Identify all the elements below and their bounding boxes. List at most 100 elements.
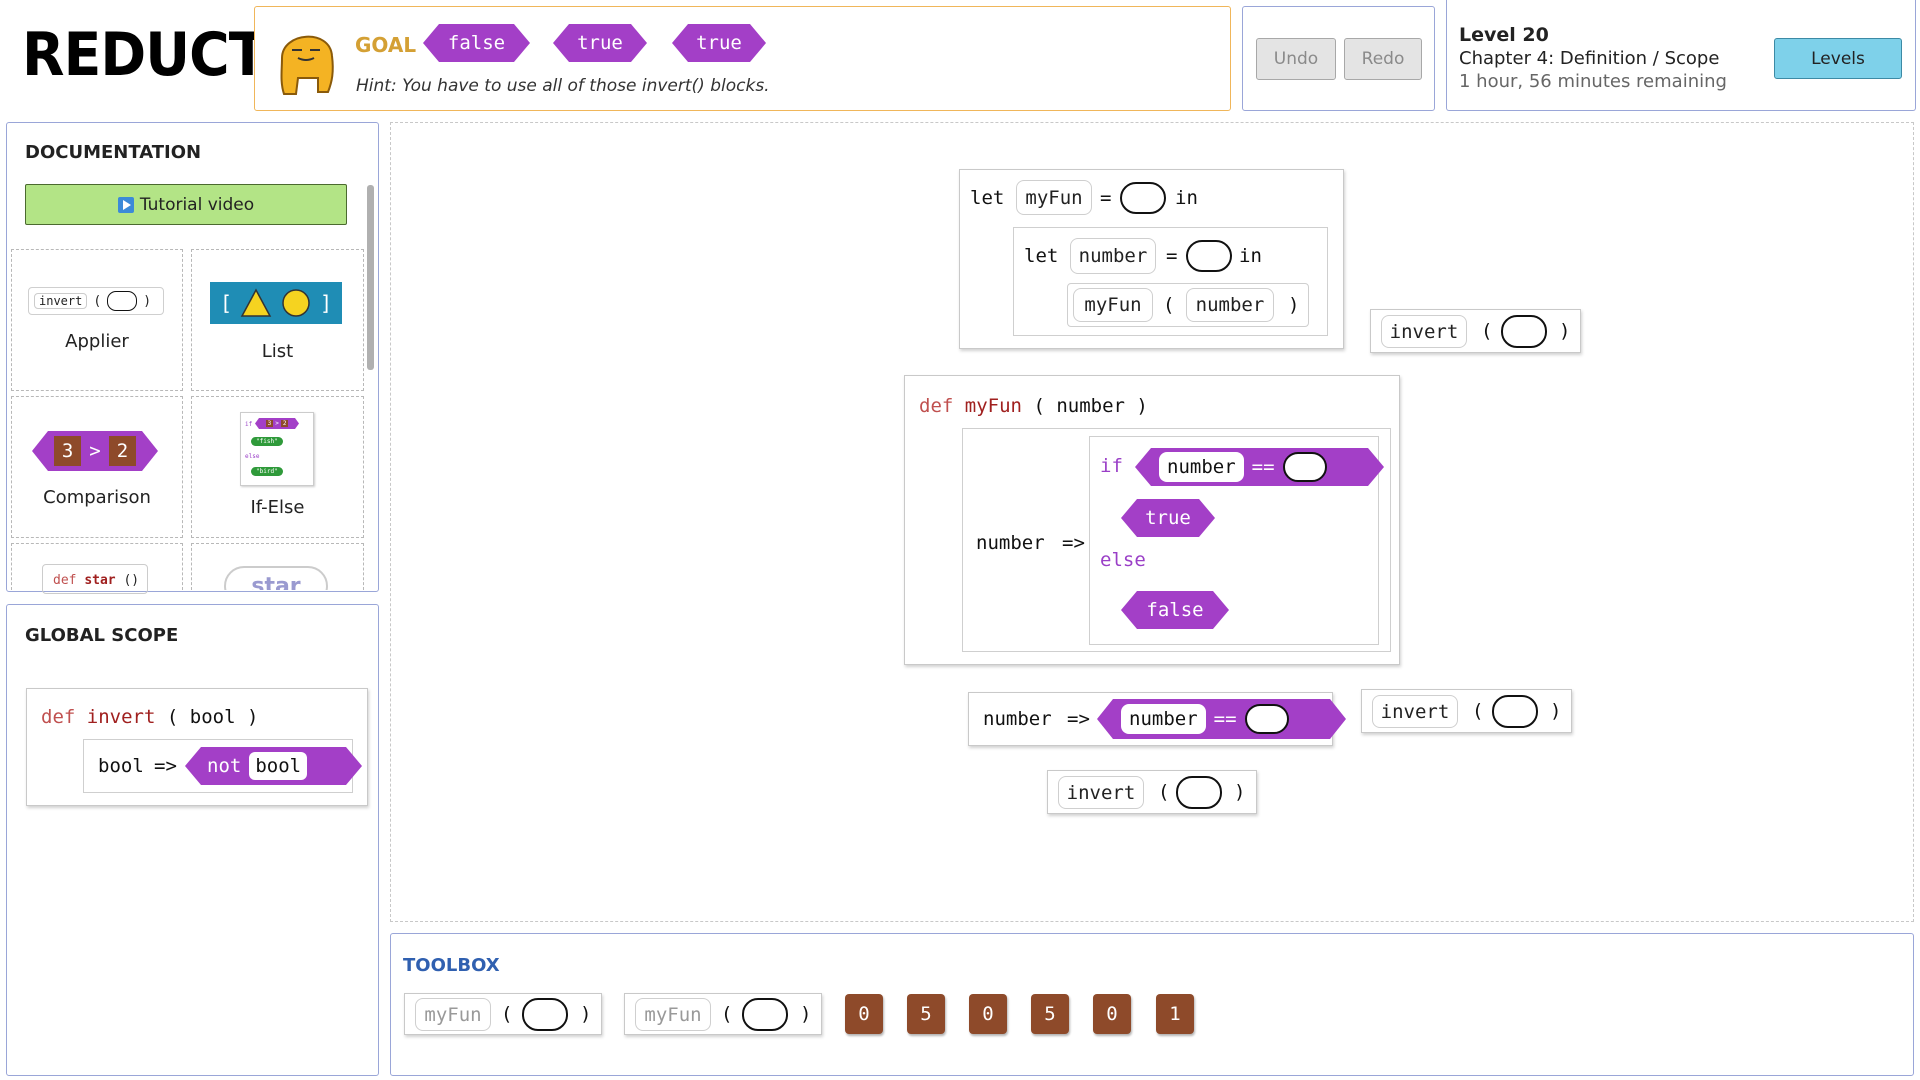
empty-slot[interactable] (1120, 182, 1166, 214)
empty-slot[interactable] (1501, 315, 1547, 348)
lambda-param: number (983, 708, 1052, 730)
toolbox-number[interactable]: 1 (1156, 994, 1194, 1034)
global-scope-title: GLOBAL SCOPE (25, 625, 179, 646)
open-paren: ( (1472, 700, 1484, 722)
invert-call-block[interactable]: invert ( ) (1370, 309, 1581, 353)
toolbox-number[interactable]: 0 (969, 994, 1007, 1034)
empty-slot[interactable] (1186, 240, 1232, 272)
redo-button[interactable]: Redo (1344, 38, 1422, 80)
lambda-arrow: => (1062, 532, 1085, 554)
toolbox-fn-name: myFun (635, 998, 711, 1031)
tutorial-label: Tutorial video (139, 194, 255, 215)
levels-button[interactable]: Levels (1774, 38, 1902, 79)
not-expression[interactable]: not bool (185, 747, 362, 785)
mini-right: 2 (282, 420, 287, 427)
empty-slot[interactable] (742, 998, 788, 1031)
doc-card-star[interactable]: star (191, 543, 364, 590)
mini-true: "fish" (251, 437, 283, 446)
definition-example-def: def (53, 573, 77, 588)
invert-fn-name: invert (1372, 695, 1458, 728)
mini-left: 3 (267, 420, 272, 427)
toolbox-number[interactable]: 0 (845, 994, 883, 1034)
invert-fn-name: invert (1058, 776, 1144, 809)
comparison-example: 3 > 2 (32, 431, 158, 471)
goal-target-true: true (553, 24, 647, 62)
applier-example-paren: ) (143, 293, 152, 309)
mini-false: "bird" (251, 467, 283, 476)
function-params: ( number ) (1033, 395, 1148, 417)
nested-let-block[interactable]: let number = in myFun ( number ) (1013, 227, 1328, 336)
doc-card-list[interactable]: [ ] List (191, 249, 364, 391)
goal-target-true: true (672, 24, 766, 62)
let-name-myfun: myFun (1016, 180, 1092, 215)
condition-left: number (1159, 452, 1244, 482)
comparison-right: 2 (109, 436, 136, 466)
else-keyword: else (1100, 549, 1146, 571)
documentation-scrollbar[interactable] (367, 185, 374, 370)
let-block[interactable]: let myFun = in let number = in myFun ( n… (959, 169, 1344, 349)
close-paren: ) (1550, 700, 1562, 722)
in-keyword: in (1175, 187, 1198, 209)
toolbox-number[interactable]: 5 (1031, 994, 1069, 1034)
applier-example-fn: invert (34, 293, 88, 309)
goal-hint: Hint: You have to use all of those inver… (356, 76, 770, 96)
svg-text:[: [ (220, 291, 232, 315)
definition-example: def star () (42, 564, 148, 594)
level-info-panel (1446, 0, 1916, 111)
invert-call-block[interactable]: invert ( ) (1047, 770, 1257, 814)
let-keyword: let (1024, 245, 1059, 267)
myfun-lambda-block[interactable]: number => if number == true else false (962, 428, 1391, 652)
function-params: ( bool ) (166, 706, 259, 728)
definition-example-name: star (84, 573, 116, 588)
lambda-param: bool (98, 755, 144, 777)
toolbox-fn-name: myFun (415, 998, 491, 1031)
close-paren: ) (1234, 781, 1246, 803)
else-value-false: false (1121, 591, 1229, 629)
empty-slot[interactable] (1492, 695, 1538, 728)
empty-slot[interactable] (522, 998, 568, 1031)
condition-left: number (1121, 704, 1206, 734)
doc-card-label: Comparison (43, 487, 151, 508)
lambda-param: number (976, 532, 1045, 554)
toolbox-number[interactable]: 5 (907, 994, 945, 1034)
toolbox-myfun-call[interactable]: myFun ( ) (624, 993, 822, 1035)
tutorial-video-button[interactable]: Tutorial video (25, 184, 347, 225)
level-title: Level 20 (1459, 24, 1549, 46)
global-scope-panel (6, 604, 379, 1076)
toolbox-myfun-call[interactable]: myFun ( ) (404, 993, 602, 1035)
doc-card-applier[interactable]: invert ( ) Applier (11, 249, 183, 391)
doc-card-definition[interactable]: def star () (11, 543, 183, 594)
myfun-call[interactable]: myFun ( number ) (1067, 283, 1309, 327)
empty-slot[interactable] (1176, 776, 1222, 809)
equality-condition[interactable]: number == (1097, 699, 1346, 739)
def-myfun-block[interactable]: def myFun ( number ) number => if number… (904, 375, 1400, 665)
lambda-arrow: => (154, 755, 177, 777)
lambda-equality-block[interactable]: number => number == (968, 692, 1333, 746)
chapter-title: Chapter 4: Definition / Scope (1459, 48, 1720, 69)
condition-op: == (1213, 708, 1237, 730)
invert-call-block[interactable]: invert ( ) (1361, 689, 1572, 733)
mini-condition: 3 > 2 (255, 418, 299, 429)
empty-slot[interactable] (1245, 704, 1289, 734)
goal-target-false: false (423, 24, 530, 62)
doc-card-if-else[interactable]: if 3 > 2 "fish" else "bird" If-Else (191, 396, 364, 538)
if-else-block[interactable]: if number == true else false (1089, 436, 1379, 645)
toolbox-number[interactable]: 0 (1093, 994, 1131, 1034)
doc-card-label: Applier (65, 331, 129, 352)
open-paren: ( (1158, 781, 1170, 803)
doc-card-comparison[interactable]: 3 > 2 Comparison (11, 396, 183, 538)
let-name-number: number (1070, 238, 1156, 274)
play-icon (117, 196, 134, 213)
undo-button[interactable]: Undo (1256, 38, 1336, 80)
equality-condition[interactable]: number == (1135, 448, 1384, 486)
not-keyword: not (207, 755, 242, 777)
close-paren: ) (800, 1003, 812, 1025)
def-keyword: def (41, 706, 76, 728)
empty-slot[interactable] (1283, 452, 1327, 482)
global-def-invert-block[interactable]: def invert ( bool ) bool => not bool (26, 688, 368, 806)
list-example-icon: [ ] (210, 282, 342, 324)
open-paren: ( (721, 1003, 733, 1025)
history-panel (1242, 6, 1435, 111)
workspace-canvas[interactable] (390, 122, 1914, 922)
applier-example-paren: ( (93, 293, 102, 309)
